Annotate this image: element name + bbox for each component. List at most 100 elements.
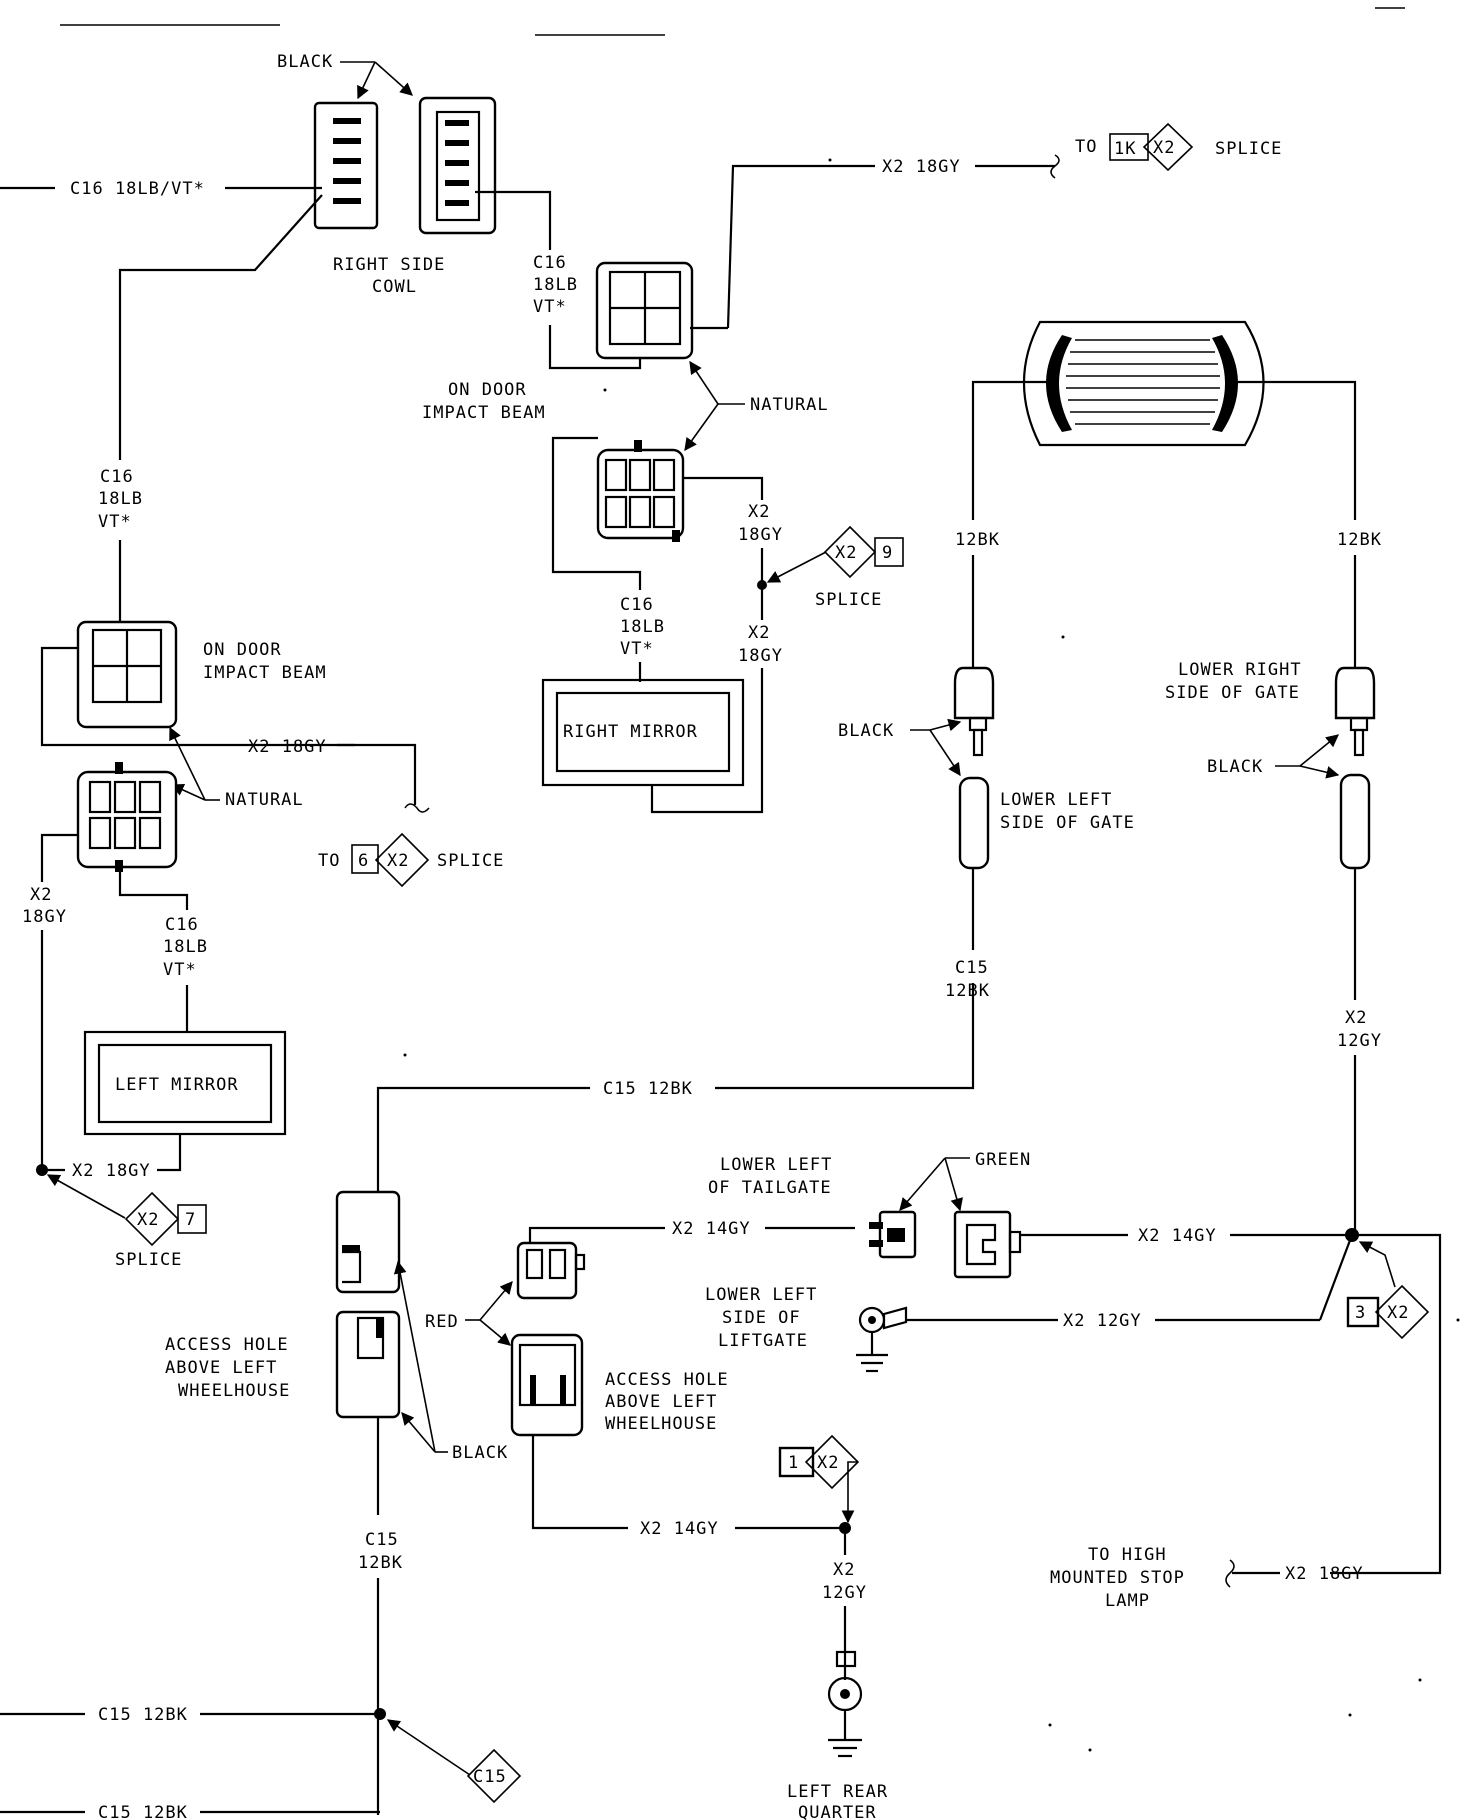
label-x2-rm-b-1: X2: [748, 623, 770, 643]
label-splice-1: 1: [788, 1453, 799, 1473]
label-splice-x2-6: X2: [387, 851, 409, 871]
right-mirror-box: [541, 678, 745, 787]
label-x2-12gy-rv-1: X2: [1345, 1008, 1367, 1028]
arrow-splice-9: [766, 551, 827, 583]
ground-left-rear-quarter: [827, 1650, 863, 1758]
tailgate-connector-male: [869, 1210, 917, 1259]
ground-liftgate: [856, 1306, 908, 1373]
label-x2-rm-b-2: 18GY: [738, 646, 783, 666]
label-liftgate-3: LIFTGATE: [718, 1331, 808, 1351]
wire-x2-high: [1330, 1233, 1442, 1575]
arrow-to-cowl-right: [374, 61, 413, 96]
arrow-black-gate-r-up: [1299, 734, 1339, 767]
label-splice-x2-3: X2: [1387, 1303, 1409, 1323]
label-access-hole-m-1: ACCESS HOLE: [605, 1370, 729, 1390]
label-splice-word-7: SPLICE: [115, 1250, 182, 1270]
label-liftgate-1: LOWER LEFT: [705, 1285, 817, 1305]
label-tailgate-2: OF TAILGATE: [708, 1178, 832, 1198]
label-lower-left-gate-1: LOWER LEFT: [1000, 790, 1112, 810]
tailgate-connector-female: [953, 1210, 1022, 1279]
label-on-door-beam-l-2: IMPACT BEAM: [203, 663, 327, 683]
lower-left-gate-connector: [953, 666, 995, 870]
wire: [1318, 1234, 1354, 1321]
label-access-hole-l-1: ACCESS HOLE: [165, 1335, 289, 1355]
splice-diamond-c15: [466, 1748, 522, 1804]
splice-box-1k: [1109, 133, 1149, 161]
label-c16-mid-2: 18LB: [533, 275, 578, 295]
wire-c15-right: [715, 983, 975, 1090]
label-c16-rm-2: 18LB: [620, 617, 665, 637]
splice-diamond-6: [374, 832, 430, 888]
label-c16-rm-3: VT*: [620, 639, 654, 659]
arrow-natural-up: [689, 360, 719, 405]
label-c16-lv-3: VT*: [98, 512, 132, 532]
label-splice-x2-7: X2: [137, 1210, 159, 1230]
label-lower-right-gate-1: LOWER RIGHT: [1178, 660, 1302, 680]
arrow-green-left: [899, 1157, 946, 1211]
splice-diamond-1: [804, 1434, 860, 1490]
label-splice-6: 6: [358, 851, 369, 871]
arrow-to-cowl-left: [357, 61, 376, 100]
natural-connector-left: [76, 762, 178, 872]
wire-c16-rm: [551, 436, 642, 590]
left-wheelhouse-connector: [335, 1190, 401, 1419]
label-x2-12gy-v-2: 12GY: [822, 1583, 867, 1603]
label-black-left-conn: BLACK: [452, 1443, 508, 1463]
arrow-black-gate-l-up: [929, 718, 962, 732]
label-left-rear-1: LEFT REAR: [787, 1782, 888, 1802]
wire-x2-left-to-splice: [337, 743, 417, 805]
break-symbol: [1225, 1559, 1235, 1588]
label-on-door-beam-l-1: ON DOOR: [203, 640, 282, 660]
label-high-3: LAMP: [1105, 1591, 1150, 1611]
wire-x2-rm: [683, 476, 764, 500]
arrow-splice-1: [841, 1461, 858, 1524]
splice-diamond-7: [124, 1191, 180, 1247]
arrow-green-right: [944, 1157, 963, 1212]
arrow-splice-3: [1358, 1241, 1396, 1288]
label-x2-12gy-rv-2: 12GY: [1337, 1031, 1382, 1051]
label-splice-9: 9: [882, 543, 893, 563]
label-x2-18gy-high: X2 18GY: [1285, 1564, 1364, 1584]
label-right-side-cowl-2: COWL: [372, 277, 417, 297]
wire-x2-14gy-red: [528, 1226, 665, 1243]
label-splice-x2-9: X2: [835, 543, 857, 563]
label-high-1: TO HIGH: [1088, 1545, 1167, 1565]
wire-x2-14gy-b: [531, 1435, 628, 1530]
label-x2-18gy-top: X2 18GY: [882, 157, 961, 177]
label-c16-lm-2: 18LB: [163, 937, 208, 957]
label-c16-rm-1: C16: [620, 595, 654, 615]
label-c16-mid-3: VT*: [533, 297, 567, 317]
label-left-mirror: LEFT MIRROR: [115, 1075, 239, 1095]
label-on-door-beam-r-2: IMPACT BEAM: [422, 403, 546, 423]
label-on-door-beam-r-1: ON DOOR: [448, 380, 527, 400]
label-c15-right-1: C15: [955, 958, 989, 978]
wire-c16-mid-down: [548, 325, 642, 370]
wire-12bk-right: [1238, 380, 1357, 520]
label-x2-lv-2: 18GY: [22, 907, 67, 927]
label-x2-12gy-v-1: X2: [833, 1560, 855, 1580]
wire-c16-lm: [118, 867, 189, 910]
label-c15-bottom-a: C15 12BK: [98, 1705, 188, 1725]
arrow-black-gate-l-down: [929, 729, 961, 777]
label-x2-14gy-right: X2 14GY: [1138, 1226, 1217, 1246]
splice-box-1: [778, 1446, 815, 1478]
arrow-splice-7: [46, 1174, 126, 1219]
splice-box-7: [177, 1204, 207, 1234]
label-c15-bottom-b: C15 12BK: [98, 1803, 188, 1820]
label-splice-x2-top: X2: [1153, 138, 1175, 158]
label-c16-lv-2: 18LB: [98, 489, 143, 509]
label-tailgate-1: LOWER LEFT: [720, 1155, 832, 1175]
splice-diamond-3: [1374, 1284, 1430, 1340]
label-high-2: MOUNTED STOP: [1050, 1568, 1185, 1588]
label-splice-3: 3: [1355, 1303, 1366, 1323]
arrow-splice-c15: [386, 1719, 471, 1776]
label-access-hole-m-3: WHEELHOUSE: [605, 1414, 717, 1434]
label-c15-v-2: 12BK: [358, 1553, 403, 1573]
label-12bk-right: 12BK: [1337, 530, 1382, 550]
splice-diamond-9: [823, 525, 877, 579]
splice-dot-9: [757, 580, 767, 590]
label-splice-c15: C15: [473, 1767, 507, 1787]
label-splice-7: 7: [185, 1210, 196, 1230]
arrow-natural-down: [684, 403, 719, 452]
